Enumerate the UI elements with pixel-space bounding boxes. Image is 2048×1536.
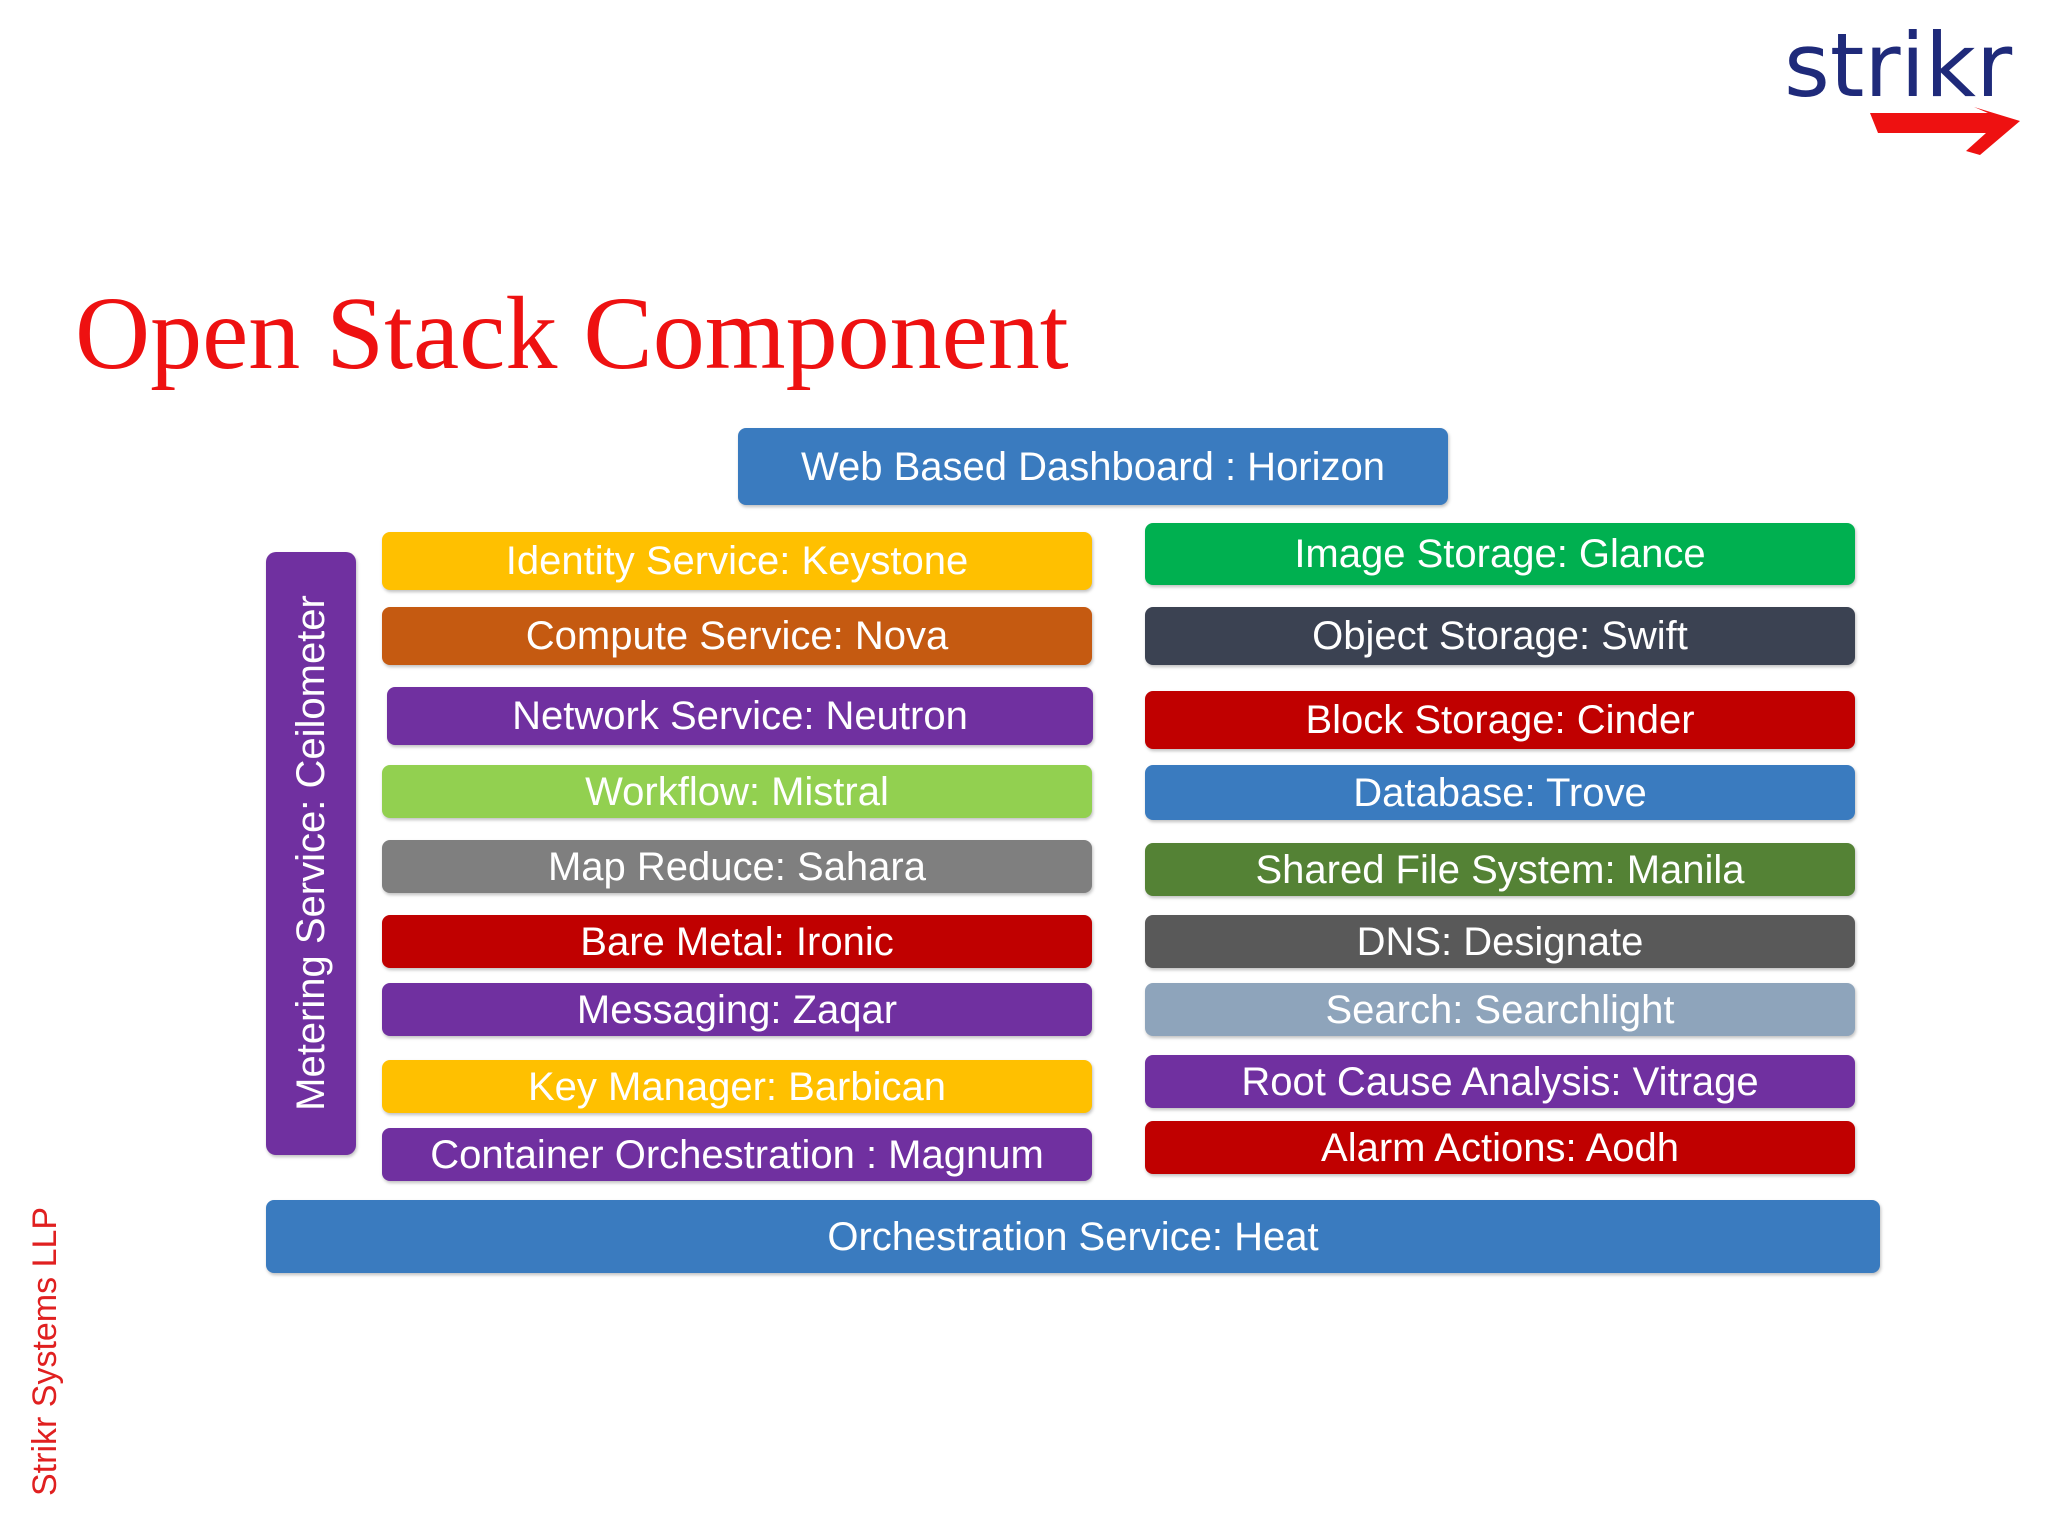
box-label: Bare Metal: Ironic [580, 919, 894, 964]
box-label: Shared File System: Manila [1255, 847, 1745, 892]
box-manila: Shared File System: Manila [1145, 843, 1855, 896]
box-label: Block Storage: Cinder [1305, 698, 1695, 742]
box-label: Orchestration Service: Heat [827, 1214, 1319, 1259]
box-label: Metering Service: Ceilometer [289, 595, 333, 1111]
box-designate: DNS: Designate [1145, 915, 1855, 968]
box-keystone: Identity Service: Keystone [382, 532, 1092, 590]
box-heat: Orchestration Service: Heat [266, 1200, 1880, 1273]
box-ceilometer: Metering Service: Ceilometer [266, 552, 356, 1155]
box-vitrage: Root Cause Analysis: Vitrage [1145, 1055, 1855, 1108]
box-label: Alarm Actions: Aodh [1321, 1125, 1679, 1170]
box-searchlight: Search: Searchlight [1145, 983, 1855, 1036]
box-glance: Image Storage: Glance [1145, 523, 1855, 585]
box-aodh: Alarm Actions: Aodh [1145, 1121, 1855, 1174]
box-label: Compute Service: Nova [525, 614, 949, 658]
box-label: Messaging: Zaqar [576, 987, 898, 1032]
box-zaqar: Messaging: Zaqar [382, 983, 1092, 1036]
page-title: Open Stack Component [75, 276, 1069, 391]
box-label: Key Manager: Barbican [527, 1064, 946, 1109]
strikr-logo: strikr [1780, 22, 2030, 172]
box-ironic: Bare Metal: Ironic [382, 915, 1092, 968]
logo-arrow-icon [1870, 107, 2020, 155]
box-cinder: Block Storage: Cinder [1145, 691, 1855, 749]
box-label: Root Cause Analysis: Vitrage [1241, 1059, 1759, 1104]
box-label: Web Based Dashboard : Horizon [800, 444, 1386, 489]
box-label: Container Orchestration : Magnum [430, 1132, 1044, 1177]
box-label: Workflow: Mistral [585, 769, 889, 814]
box-sahara: Map Reduce: Sahara [382, 840, 1092, 893]
box-magnum: Container Orchestration : Magnum [382, 1128, 1092, 1181]
box-horizon: Web Based Dashboard : Horizon [738, 428, 1448, 505]
box-barbican: Key Manager: Barbican [382, 1060, 1092, 1113]
logo-text: strikr [1784, 14, 2013, 117]
box-label: DNS: Designate [1356, 919, 1644, 964]
box-neutron: Network Service: Neutron [387, 687, 1093, 745]
box-label: Database: Trove [1353, 770, 1647, 815]
box-label: Image Storage: Glance [1294, 532, 1706, 576]
box-swift: Object Storage: Swift [1145, 607, 1855, 665]
box-label: Object Storage: Swift [1312, 614, 1688, 658]
box-label: Map Reduce: Sahara [547, 844, 926, 889]
box-mistral: Workflow: Mistral [382, 765, 1092, 818]
box-nova: Compute Service: Nova [382, 607, 1092, 665]
box-label: Search: Searchlight [1325, 987, 1675, 1032]
box-label: Network Service: Neutron [512, 694, 968, 738]
box-trove: Database: Trove [1145, 765, 1855, 820]
box-label: Identity Service: Keystone [505, 539, 969, 583]
footer-company: Strikr Systems LLP [28, 1206, 64, 1496]
